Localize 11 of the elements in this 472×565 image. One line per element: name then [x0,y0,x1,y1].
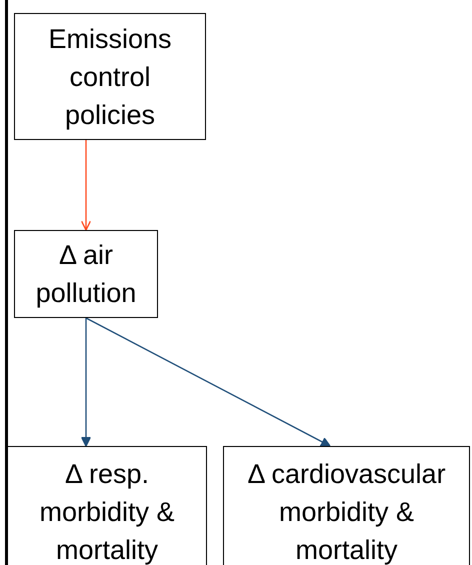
arrow [86,317,331,447]
box-label: Δ cardiovascular morbidity & mortality [246,458,447,565]
process-box [14,230,158,318]
box-label: Δ air pollution [34,239,138,310]
arrow [80,140,92,231]
process-box [14,13,206,140]
process-box [223,446,470,565]
box-label: Emissions control policies [47,22,173,132]
box-label: Δ resp. morbidity & mortality [38,458,176,565]
process-box [7,446,207,565]
arrow [80,318,92,447]
